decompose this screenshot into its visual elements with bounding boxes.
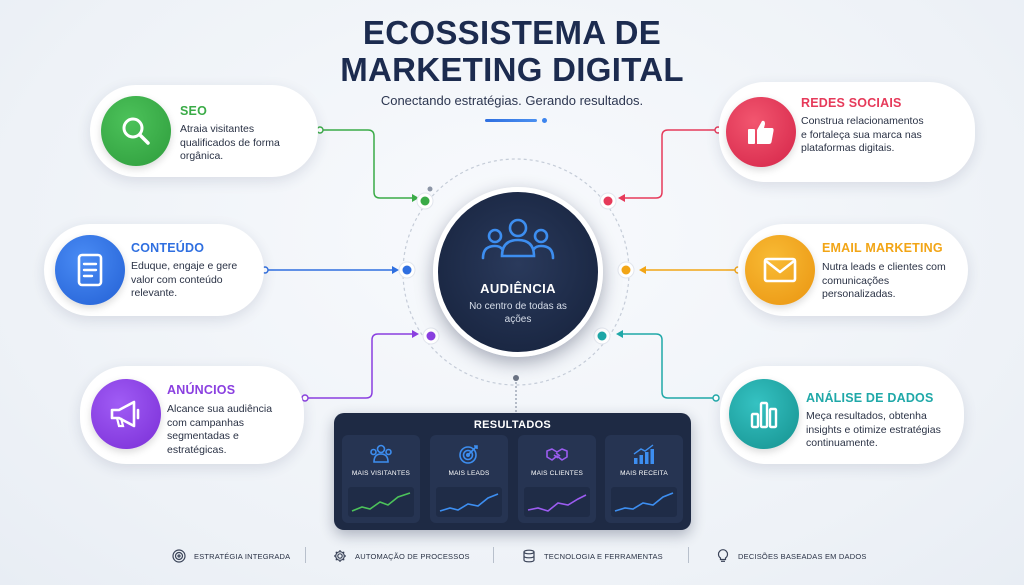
footer-label-estrategia: ESTRATÉGIA INTEGRADA [194, 551, 291, 561]
orbit-node-anuncios [422, 327, 440, 345]
connector-anuncios [305, 333, 412, 399]
footer-item-estrategia: ESTRATÉGIA INTEGRADA [172, 549, 290, 563]
redes-icon-badge [726, 97, 796, 167]
card-analise-title: ANÁLISE DE DADOS [806, 391, 934, 405]
result-label-clientes: MAIS CLIENTES [530, 470, 584, 477]
page-subtitle: Conectando estratégias. Gerando resultad… [380, 93, 644, 108]
megaphone-icon [110, 400, 140, 428]
gear-icon [334, 550, 346, 562]
card-anuncios: ANÚNCIOS Alcance sua audiência com campa… [80, 366, 304, 464]
card-seo: SEO Atraia visitantes qualificados de fo… [90, 85, 318, 177]
card-email-marketing: EMAIL MARKETING Nutra leads e clientes c… [738, 224, 968, 316]
card-analise-dados: ANÁLISE DE DADOS Meça resultados, obtenh… [720, 366, 964, 464]
seo-icon-badge [101, 96, 171, 166]
result-tile-visitantes: MAIS VISITANTES [342, 435, 420, 523]
card-anuncios-title: ANÚNCIOS [167, 383, 236, 397]
bar-chart-icon [750, 401, 778, 429]
analise-icon-badge [729, 379, 799, 449]
footer-item-decisoes: DECISÕES BASEADAS EM DADOS [716, 549, 867, 563]
result-tile-receita: MAIS RECEITA [605, 435, 683, 523]
orbit-node-seo [416, 192, 434, 210]
search-icon [122, 117, 150, 145]
orbit-node-analise [593, 327, 611, 345]
card-email-title: EMAIL MARKETING [822, 241, 943, 255]
result-tile-leads: MAIS LEADS [430, 435, 508, 523]
result-label-leads: MAIS LEADS [448, 470, 490, 477]
connector-redes [625, 129, 718, 199]
users-icon [481, 218, 555, 260]
thumbs-up-icon [748, 120, 774, 144]
results-title: RESULTADOS [473, 419, 552, 431]
card-seo-title: SEO [180, 104, 207, 118]
users-icon [370, 444, 392, 463]
mini-line-chart [348, 487, 414, 517]
target-icon [459, 445, 478, 464]
card-conteudo-title: CONTEÚDO [131, 241, 205, 255]
card-redes-description: Construa relacionamentos e fortaleça sua… [801, 115, 924, 154]
orbit-node-redes [599, 192, 617, 210]
subtitle-divider [485, 119, 537, 122]
anuncios-icon-badge [91, 379, 161, 449]
footer-divider [305, 547, 306, 563]
card-conteudo: CONTEÚDO Eduque, engaje e gere valor com… [44, 224, 264, 316]
email-icon-badge [745, 235, 815, 305]
target-icon [172, 549, 186, 563]
document-icon [77, 253, 103, 287]
card-conteudo-description: Eduque, engaje e gere valor com conteúdo… [131, 260, 238, 299]
orbit-node-conteudo [398, 261, 416, 279]
subtitle-divider-dot [542, 118, 547, 123]
result-label-receita: MAIS RECEITA [620, 470, 668, 477]
card-anuncios-description: Alcance sua audiência com campanhas segm… [167, 403, 273, 456]
footer-divider [688, 547, 689, 563]
card-seo-description: Atraia visitantes qualificados de forma … [180, 123, 280, 162]
footer-item-tecnologia: TECNOLOGIA E FERRAMENTAS [522, 549, 663, 563]
page-title: ECOSSISTEMA DE MARKETING DIGITAL [262, 14, 762, 88]
conteudo-icon-badge [55, 235, 125, 305]
footer-item-automacao: AUTOMAÇÃO DE PROCESSOS [333, 549, 470, 563]
mini-line-chart [436, 487, 502, 517]
handshake-icon [546, 448, 568, 461]
hub-description: No centro de todas as ações [469, 301, 567, 325]
lightbulb-icon [717, 549, 729, 562]
results-panel: RESULTADOS MAIS VISITANTES MAIS LEADS MA… [334, 413, 691, 530]
footer-label-decisoes: DECISÕES BASEADAS EM DADOS [738, 551, 867, 561]
orbit-node-email [617, 261, 635, 279]
mini-line-chart [524, 487, 590, 517]
result-tile-clientes: MAIS CLIENTES [518, 435, 596, 523]
growth-chart-icon [633, 444, 654, 464]
card-email-description: Nutra leads e clientes com comunicações … [822, 261, 946, 300]
footer-label-tecnologia: TECNOLOGIA E FERRAMENTAS [544, 551, 663, 561]
card-redes-sociais: REDES SOCIAIS Construa relacionamentos e… [719, 82, 975, 182]
card-analise-description: Meça resultados, obtenha insights e otim… [806, 410, 941, 449]
database-icon [523, 549, 535, 563]
mini-line-chart [611, 487, 677, 517]
connector-analise [623, 333, 716, 399]
card-redes-title: REDES SOCIAIS [801, 96, 902, 110]
footer-label-automacao: AUTOMAÇÃO DE PROCESSOS [355, 551, 470, 561]
envelope-icon [763, 257, 797, 283]
audience-hub: AUDIÊNCIA No centro de todas as ações [433, 187, 603, 357]
hub-title: AUDIÊNCIA [480, 281, 556, 296]
result-label-visitantes: MAIS VISITANTES [351, 470, 411, 477]
connector-seo [320, 129, 412, 199]
title-line-2: MARKETING DIGITAL [340, 51, 684, 88]
title-line-1: ECOSSISTEMA DE [362, 14, 662, 51]
footer-divider [493, 547, 494, 563]
